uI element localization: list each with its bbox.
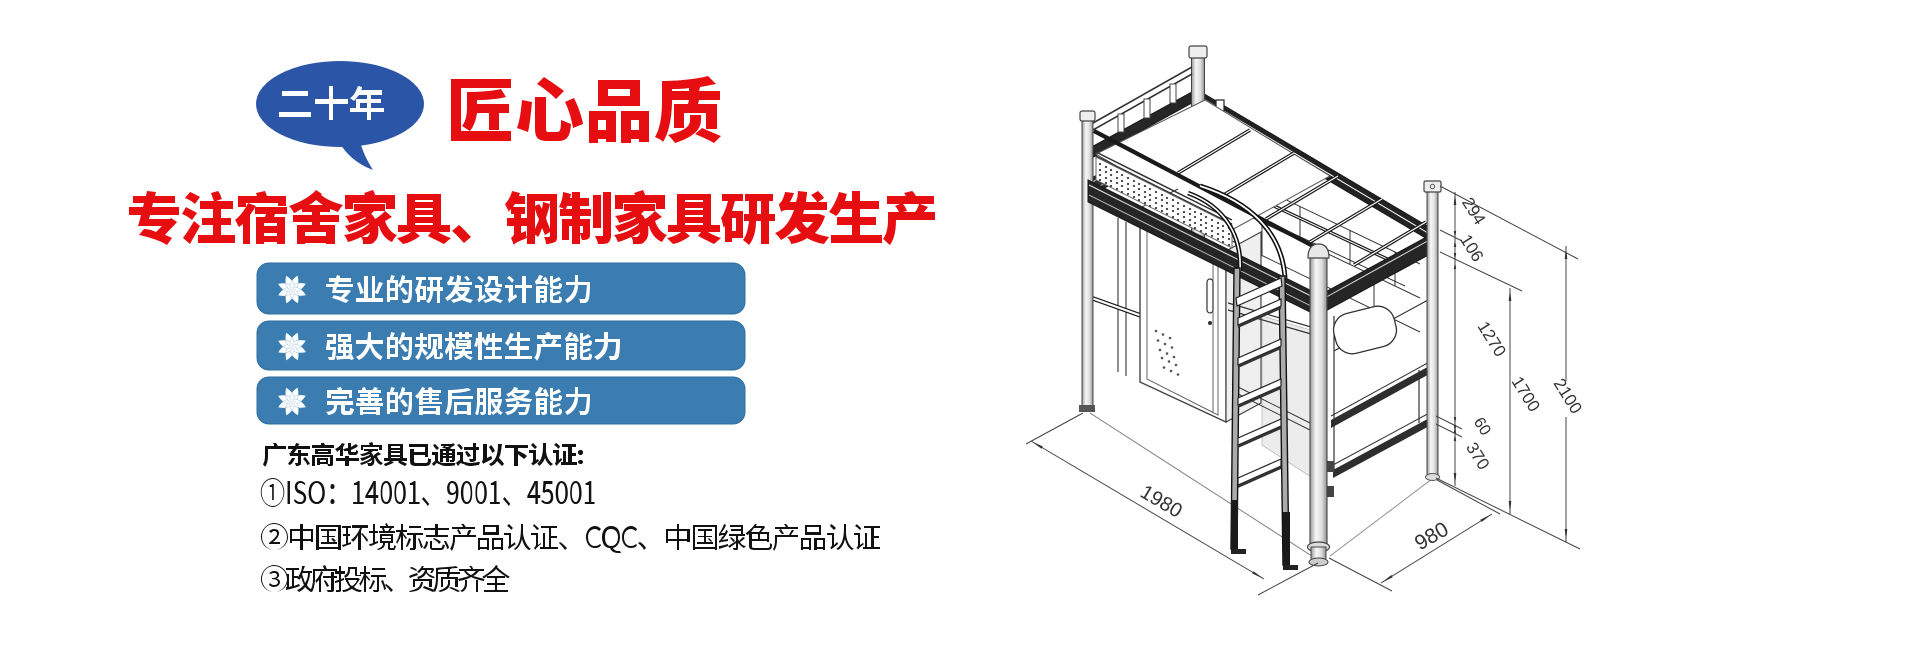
svg-text:60: 60 [1470,415,1494,439]
svg-text:370: 370 [1462,439,1493,473]
svg-text:294: 294 [1458,194,1489,228]
svg-text:1980: 1980 [1136,481,1186,523]
svg-text:1270: 1270 [1474,318,1510,360]
svg-text:106: 106 [1456,231,1487,265]
svg-text:980: 980 [1411,518,1453,555]
svg-text:1700: 1700 [1508,373,1544,415]
